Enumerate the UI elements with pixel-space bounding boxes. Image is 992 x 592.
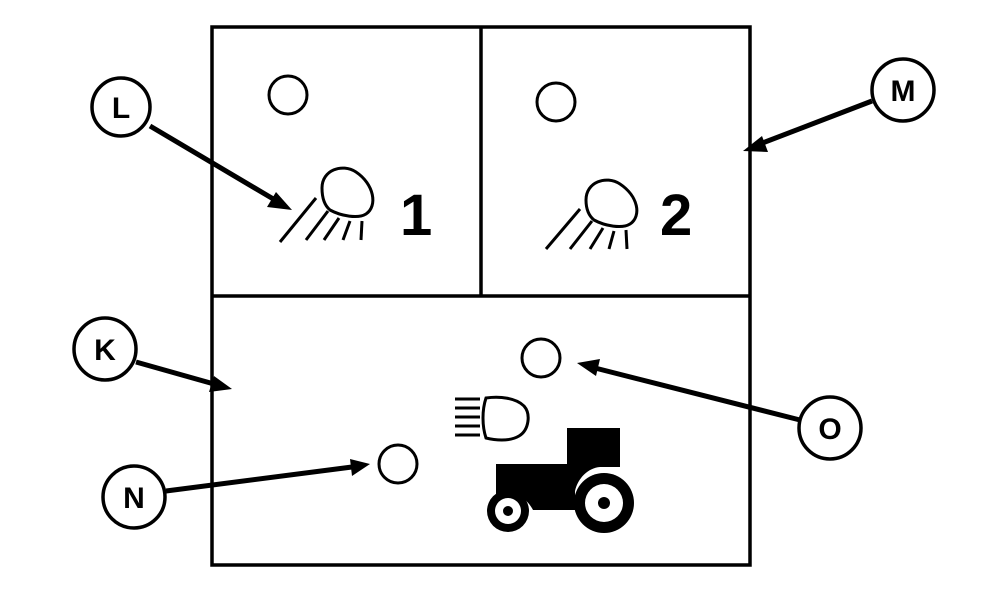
- callout-o-arrowhead: [577, 359, 600, 376]
- work-light-1-beam: [304, 210, 330, 241]
- callout-l: L: [90, 76, 292, 210]
- callout-o: O: [577, 359, 863, 461]
- drive-light-indicator-n: [377, 443, 419, 485]
- callout-n-leader: [165, 464, 353, 494]
- work-light-2-beam: [588, 227, 605, 250]
- callout-n-arrowhead: [350, 459, 370, 476]
- callout-n: N: [101, 459, 370, 530]
- callout-l-label: L: [112, 92, 130, 125]
- callout-m-arrowhead: [743, 136, 768, 152]
- tractor-body: [496, 428, 620, 510]
- work-light-1-number: 1: [400, 183, 432, 248]
- work-light-2-beam: [568, 220, 594, 250]
- callout-m-leader: [759, 98, 873, 147]
- callout-m-circle: [870, 57, 936, 123]
- work-light-2-number: 2: [660, 183, 692, 248]
- work-light-2-beam: [544, 208, 582, 250]
- callout-n-circle: [101, 464, 167, 530]
- callout-k-leader: [135, 359, 215, 387]
- switch-panel: [210, 25, 752, 567]
- tractor-rear-wheel-hub: [598, 497, 610, 509]
- callout-o-label: O: [818, 413, 841, 446]
- callout-o-leader: [594, 365, 801, 423]
- work-light-1-beam: [322, 217, 341, 241]
- callout-k-circle: [72, 316, 138, 382]
- callout-k-arrowhead: [209, 376, 232, 392]
- drive-light-lamp: [481, 395, 530, 442]
- callout-m: M: [743, 57, 936, 152]
- work-light-icon: [544, 178, 639, 250]
- callout-l-circle: [90, 76, 152, 138]
- drive-light-switch[interactable]: [377, 337, 634, 533]
- callout-l-arrowhead: [267, 192, 292, 210]
- callout-m-label: M: [891, 75, 916, 108]
- callout-k: K: [72, 316, 232, 392]
- callout-l-leader: [148, 123, 277, 203]
- work-light-2-indicator: [535, 81, 577, 123]
- callout-o-circle: [797, 395, 863, 461]
- work-light-icon: [278, 166, 375, 243]
- work-light-1-lamp: [320, 166, 375, 219]
- callout-n-label: N: [123, 482, 145, 515]
- tractor-front-wheel-hub: [503, 506, 513, 516]
- work-light-1-beam: [359, 220, 364, 241]
- work-light-1-beam: [278, 197, 318, 243]
- work-light-1-switch[interactable]: 1: [267, 74, 432, 248]
- tractor-icon: [487, 428, 634, 533]
- callout-k-label: K: [94, 334, 116, 367]
- work-light-1-indicator: [267, 74, 309, 116]
- work-light-1-beam: [341, 220, 352, 241]
- drive-light-icon: [455, 395, 530, 442]
- work-light-2-beam: [624, 229, 629, 250]
- drive-light-indicator-o: [520, 337, 562, 379]
- work-light-2-beam: [607, 230, 616, 250]
- work-light-2-switch[interactable]: 2: [535, 81, 692, 250]
- work-light-2-lamp: [584, 178, 639, 229]
